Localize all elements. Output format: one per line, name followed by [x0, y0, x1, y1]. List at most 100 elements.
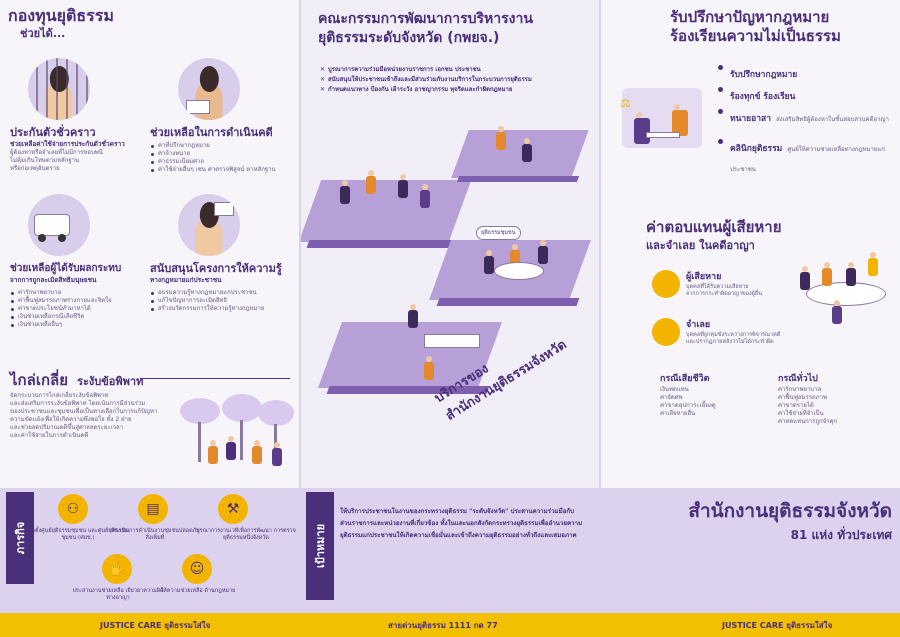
lawsuit-title: ช่วยเหลือในการดำเนินคดี	[150, 126, 273, 139]
list-item: ร้องทุกข์ ร้องเรียน	[718, 84, 893, 106]
mediation-section: ไกล่เกลี่ย ระงับข้อพิพาท	[10, 370, 290, 390]
fund-title: กองทุนยุติธรรม	[8, 6, 114, 25]
fund-subtitle: ช่วยได้...	[20, 27, 66, 40]
victim-title: ช่วยเหลือผู้ได้รับผลกระทบ	[10, 263, 122, 274]
defendant-avatar-icon	[652, 318, 680, 346]
consult-item-desc: ส่งเสริมสิทธิผู้ต้องหาในชั้นสอบสวนคดีอาญ…	[776, 116, 889, 123]
footer-right: JUSTICE CARE ยุติธรรมใส่ใจ	[722, 621, 833, 630]
mission-3: ประสานงานช่วยเหลือ เยียวยาความผิดทางอาญา	[72, 588, 164, 601]
committee-bullets: ✕บูรณาการความร่วมมือหน่วยงานราชการ เอกชน…	[320, 66, 595, 94]
list-item: อบรมความรู้ทางกฎหมายแก่ประชาชน	[150, 289, 295, 297]
mediation-line: และส่งเสริมการระงับข้อพิพาท โดยเน้นการมี…	[10, 400, 146, 407]
mission-1: ประเมินการดำเนินงานชุมชนปลอดภัยสิ่งเพิ่ม…	[110, 528, 200, 541]
mission-2: บูรณาการงานเวทีเพื่อการพัฒนา การตรวจยุติ…	[196, 528, 296, 541]
victim-sub: จากการถูกละเมิดสิทธิมนุษยชน	[10, 276, 97, 284]
footer-bar	[0, 613, 900, 637]
bail-illustration-icon	[28, 58, 90, 120]
list-item: ค่าใช้จ่ายอื่นๆ เช่น ค่าตรวจพิสูจน์ หาหล…	[150, 166, 295, 174]
office-block: สำนักงานยุติธรรมจังหวัด 81 แห่ง ทั่วประเ…	[612, 498, 892, 542]
death-case: กรณีเสียชีวิต เงินทดแทน ค่าจัดศพ ค่าขาดอ…	[660, 372, 770, 418]
education-list: อบรมความรู้ทางกฎหมายแก่ประชาชน แก้ไขปัญห…	[150, 289, 295, 313]
bail-desc-1: ไม่คุ้มเกินโทษตามหลักฐาน	[10, 157, 80, 164]
committee-title-2: ยุติธรรมระดับจังหวัด (กพยจ.)	[318, 30, 500, 46]
bail-desc-2: หรือก่อเหตุอันตราย	[10, 165, 60, 172]
list-item: ✕บูรณาการความร่วมมือหน่วยงานราชการ เอกชน…	[320, 66, 481, 73]
victim-desc: บุคคลที่ได้รับความเสียหาย	[686, 284, 749, 290]
mediation-line: และค่าใช้จ่ายในการดำเนินคดี	[10, 432, 89, 439]
education-illustration-icon	[178, 194, 240, 256]
community-bubble: ยุติธรรมชุมชน	[476, 226, 521, 240]
list-item: ค่าทดแทนการถูกจำคุก	[778, 418, 838, 425]
general-case: กรณีทั่วไป ค่ารักษาพยาบาล ค่าฟื้นฟูสมรรถ…	[778, 372, 893, 426]
mission-presentation-icon: ▤	[138, 494, 168, 524]
list-item: ค่าจัดศพ	[660, 394, 683, 401]
consult-item-label: คลินิกยุติธรรม	[730, 144, 783, 154]
committee-bullet-text: บูรณาการความร่วมมือหน่วยงานราชการ เอกชน …	[328, 66, 481, 73]
education-title: สนับสนุนโครงการให้ความรู้	[150, 262, 282, 275]
victim-label: ผู้เสียหาย	[686, 272, 722, 282]
defendant-label: จำเลย	[686, 320, 711, 330]
fold-line	[599, 0, 601, 637]
bail-desc-0: ผู้ต้องหาหรือจำเลยที่ไม่มีการขอบพนี	[10, 149, 103, 156]
list-item: ✕กำหนดแนวทาง ป้องกัน เฝ้าระวัง อาชญากรรม…	[320, 86, 513, 93]
consult-item-label: รับปรึกษากฎหมาย	[730, 70, 798, 80]
goal-label-band: เป้าหมาย	[306, 492, 334, 600]
committee-header: คณะกรรมการพัฒนาการบริหารงาน ยุติธรรมระดั…	[318, 10, 588, 48]
list-item: ค่ารักษาพยาบาล	[778, 386, 822, 393]
goal-line: ส่วนราชการและหน่วยงานที่เกี่ยวข้อง ทั้งใ…	[340, 520, 583, 527]
education-item: สนับสนุนโครงการให้ความรู้ ทางกฎหมายแก่ปร…	[150, 262, 295, 313]
mission-4: ให้ความช่วยเหลือ ด้านกฎหมาย	[160, 588, 236, 594]
list-item: ค่าใช้จ่ายที่จำเป็น	[778, 410, 824, 417]
consult-title-2: ร้องเรียนความไม่เป็นธรรม	[670, 27, 841, 45]
list-item: ค่าขาดรายได้	[778, 402, 814, 409]
mission-label-band: ภารกิจ	[6, 492, 34, 584]
list-item: เงินช่วยเหลืออื่นๆ	[10, 321, 150, 329]
list-item: ทนายอาสา ส่งเสริมสิทธิผู้ต้องหาในชั้นสอบ…	[718, 106, 893, 136]
consult-item-label: ร้องทุกข์ ร้องเรียน	[730, 92, 796, 102]
goal-line: ให้บริการประชาชนในงานของกระทรวงยุติธรรม …	[340, 508, 575, 515]
bail-item: ประกันตัวชั่วคราว ช่วยเหลือค่าใช้จ่ายการ…	[10, 126, 145, 173]
victim-list: ค่ารักษาพยาบาล ค่าฟื้นฟูสมรรถภาพร่างกายแ…	[10, 289, 150, 329]
list-item: ค่าฟื้นฟูสมรรถภาพ	[778, 394, 827, 401]
consult-item-desc: ศูนย์ให้ความช่วยเหลือทางกฎหมายแก่ประชาชน	[730, 146, 885, 173]
list-item: ค่าขาดอุปการะเลี้ยงดู	[660, 402, 716, 409]
victim-block: ผู้เสียหาย บุคคลที่ได้รับความเสียหาย จาก…	[686, 270, 786, 298]
goal-line: ยุติธรรมแก่ประชาชนให้เกิดความเชื่อมั่นแล…	[340, 532, 577, 539]
victim-avatar-icon	[652, 270, 680, 298]
list-item: แก้ไขปัญหาการละเมิดสิทธิ	[150, 297, 295, 305]
mediation-desc: จัดกระบวนการไกล่เกลี่ยระงับข้อพิพาท และส…	[10, 392, 160, 440]
mediation-title: ไกล่เกลี่ย	[10, 371, 69, 389]
defendant-desc: และปรากฏภายหลังว่าไม่ได้กระทำผิด	[686, 339, 774, 345]
mediation-line: และช่วยลดปริมาณคดีขึ้นสู่ศาลลดระยะเวลา	[10, 424, 124, 431]
list-item: ค่าจ้างทนาย	[150, 150, 295, 158]
victim-item: ช่วยเหลือผู้ได้รับผลกระทบ จากการถูกละเมิ…	[10, 262, 150, 329]
consult-title-1: รับปรึกษาปัญหากฎหมาย	[670, 8, 830, 26]
hotline-text: สายด่วนยุติธรรม 1111 กด 77	[388, 621, 498, 630]
mission-label: ภารกิจ	[14, 521, 28, 555]
mission-teamwork-icon: ⚒	[218, 494, 248, 524]
mission-group-icon: ⚇	[58, 494, 88, 524]
committee-title-1: คณะกรรมการพัฒนาการบริหารงาน	[318, 11, 533, 27]
compensation-title-2: และจำเลย ในคดีอาญา	[646, 239, 755, 252]
mediation-title2: ระงับข้อพิพาท	[77, 375, 144, 388]
mediation-line: ของประชาชนและชุมชนเพื่อเป็นทางเลือกในการ…	[10, 408, 158, 415]
bail-sub: ช่วยเหลือค่าใช้จ่ายการประกันตัวชั่วคราว	[10, 140, 125, 148]
mediation-line: ความขัดแย้งเพื่อให้เกิดความพึงพอใจ ทั้ง …	[10, 416, 132, 423]
compensation-title-1: ค่าตอบแทนผู้เสียหาย	[646, 218, 782, 236]
list-item: เงินช่วยเหลือกรณีเสียชีวิต	[10, 313, 150, 321]
defendant-desc: บุคคลที่ถูกคุมขังระหว่างการพิจารณาคดี	[686, 332, 781, 338]
list-item: รับปรึกษากฎหมาย	[718, 62, 893, 84]
list-item: สร้างนวัตกรรมการให้ความรู้ทางกฎหมาย	[150, 305, 295, 313]
death-case-title: กรณีเสียชีวิต	[660, 374, 710, 384]
victim-car-illustration-icon	[28, 194, 90, 256]
fold-line	[299, 0, 301, 637]
office-title: สำนักงานยุติธรรมจังหวัด	[688, 500, 892, 522]
list-item: เงินทดแทน	[660, 386, 689, 393]
lawsuit-list: ค่าที่ปรึกษากฎหมาย ค่าจ้างทนาย ค่าธรรมเน…	[150, 142, 295, 174]
goal-label: เป้าหมาย	[314, 523, 328, 569]
list-item: ค่าขาดประโยชน์ทำมาหาได้	[10, 305, 150, 313]
compensation-header: ค่าตอบแทนผู้เสียหาย และจำเลย ในคดีอาญา	[646, 218, 896, 253]
defendant-block: จำเลย บุคคลที่ถูกคุมขังระหว่างการพิจารณา…	[686, 318, 796, 346]
committee-bullet-text: กำหนดแนวทาง ป้องกัน เฝ้าระวัง อาชญากรรม …	[328, 86, 513, 93]
